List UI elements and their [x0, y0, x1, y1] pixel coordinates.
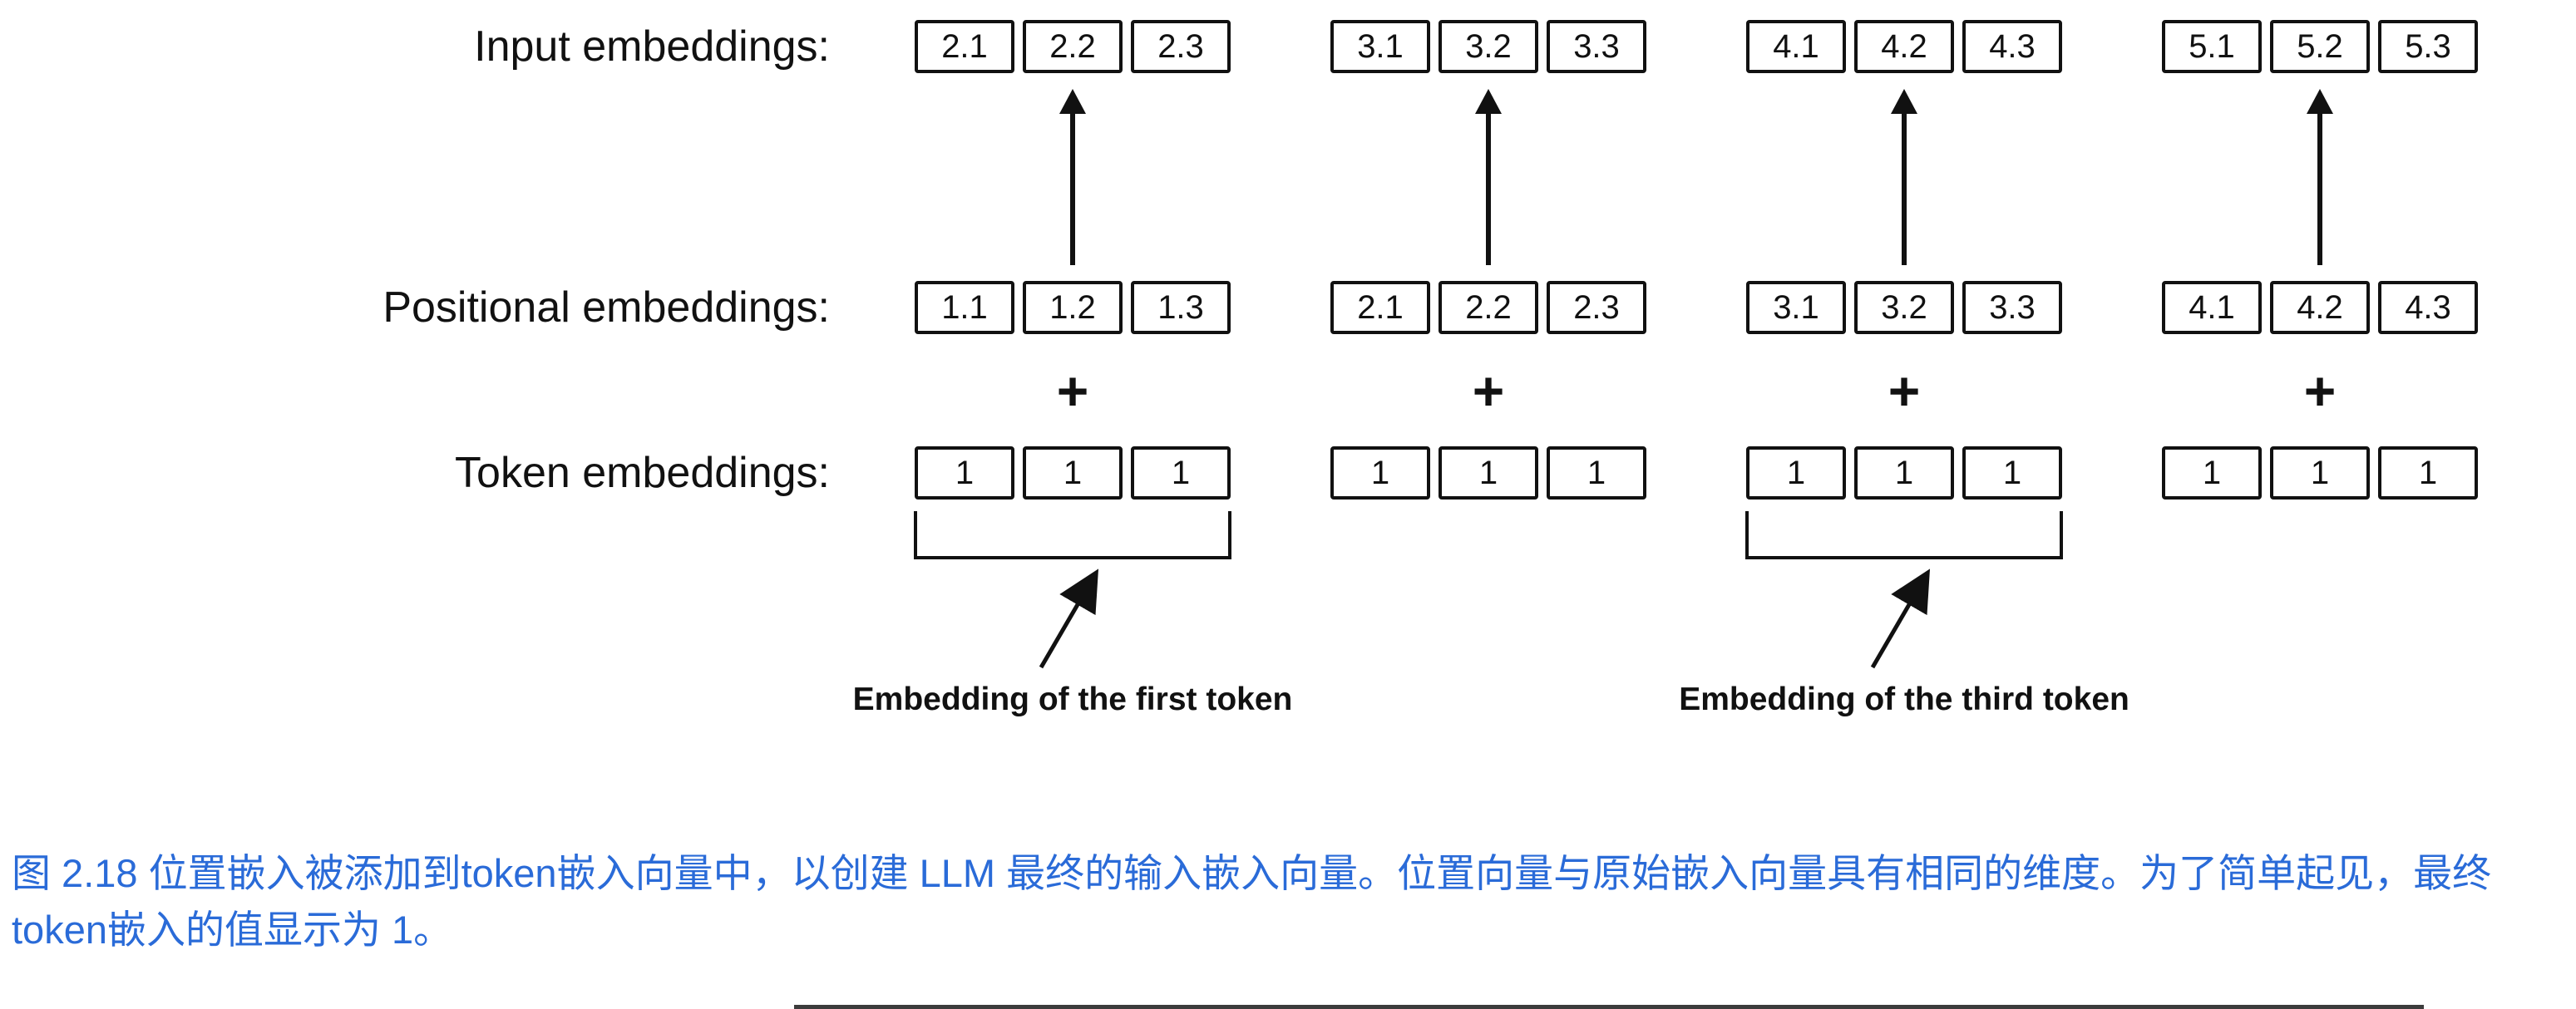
embedding-value-box: 5.3 — [2378, 20, 2478, 73]
embedding-value-box: 2.3 — [1547, 281, 1646, 334]
embedding-value-box: 5.2 — [2270, 20, 2370, 73]
figure-caption: 图 2.18 位置嵌入被添加到token嵌入向量中，以创建 LLM 最终的输入嵌… — [12, 851, 2492, 952]
embedding-value-box: 1.2 — [1023, 281, 1123, 334]
embedding-value-box: 1 — [1023, 446, 1123, 500]
input-embedding-group-4: 5.1 5.2 5.3 — [2112, 20, 2528, 73]
positional-embedding-group-1: 1.1 1.2 1.3 — [865, 281, 1281, 334]
embedding-value-box: 1 — [1439, 446, 1538, 500]
brackets-row — [0, 500, 2576, 563]
input-embedding-group-2: 3.1 3.2 3.3 — [1281, 20, 1696, 73]
embedding-value-box: 1 — [1854, 446, 1954, 500]
annotation-first-token: Embedding of the first token — [852, 682, 1293, 717]
embedding-value-box: 1 — [2162, 446, 2262, 500]
input-embeddings-row: Input embeddings: 2.1 2.2 2.3 3.1 3.2 3.… — [0, 20, 2576, 73]
plus-sign: + — [1056, 359, 1089, 421]
annotation-third-token: Embedding of the third token — [1679, 682, 2129, 717]
embedding-value-box: 4.2 — [1854, 20, 1954, 73]
embedding-value-box: 2.1 — [915, 20, 1014, 73]
annotation-labels-row: Embedding of the first token Embedding o… — [0, 672, 2576, 727]
positional-embedding-group-3: 3.1 3.2 3.3 — [1696, 281, 2112, 334]
input-embedding-group-1: 2.1 2.2 2.3 — [865, 20, 1281, 73]
embedding-value-box: 1 — [915, 446, 1014, 500]
up-arrow-icon — [2307, 89, 2333, 265]
token-embedding-group-3: 1 1 1 — [1696, 446, 2112, 500]
embedding-value-box: 4.1 — [2162, 281, 2262, 334]
token-group-bracket — [914, 511, 1231, 559]
embedding-value-box: 1 — [2378, 446, 2478, 500]
positional-embeddings-row: Positional embeddings: 1.1 1.2 1.3 2.1 2… — [0, 281, 2576, 334]
embedding-value-box: 5.1 — [2162, 20, 2262, 73]
positional-embedding-group-2: 2.1 2.2 2.3 — [1281, 281, 1696, 334]
embedding-value-box: 3.3 — [1547, 20, 1646, 73]
embedding-value-box: 3.2 — [1439, 20, 1538, 73]
plus-sign: + — [1888, 359, 1921, 421]
embedding-value-box: 2.3 — [1131, 20, 1231, 73]
embedding-value-box: 4.1 — [1746, 20, 1846, 73]
embedding-value-box: 1.3 — [1131, 281, 1231, 334]
embedding-value-box: 1 — [1746, 446, 1846, 500]
embedding-value-box: 1 — [2270, 446, 2370, 500]
annotation-arrow-icon — [1039, 568, 1099, 669]
positional-embedding-group-4: 4.1 4.2 4.3 — [2112, 281, 2528, 334]
embedding-value-box: 1 — [1131, 446, 1231, 500]
arrow-shaft — [1486, 114, 1491, 265]
arrow-shaft — [1070, 114, 1075, 265]
arrow-shaft — [1902, 114, 1907, 265]
up-arrow-icon — [1475, 89, 1502, 265]
input-embeddings-label: Input embeddings: — [474, 22, 830, 71]
token-embedding-group-4: 1 1 1 — [2112, 446, 2528, 500]
arrowhead — [1059, 89, 1086, 114]
embedding-value-box: 3.2 — [1854, 281, 1954, 334]
arrowhead — [2307, 89, 2333, 114]
embedding-value-box: 2.1 — [1330, 281, 1430, 334]
embedding-value-box: 1 — [1547, 446, 1646, 500]
arrowhead — [1891, 89, 1917, 114]
token-group-bracket — [1745, 511, 2063, 559]
input-embedding-group-3: 4.1 4.2 4.3 — [1696, 20, 2112, 73]
embedding-value-box: 1 — [1962, 446, 2062, 500]
positional-embeddings-label: Positional embeddings: — [382, 283, 830, 332]
up-arrows-row — [0, 73, 2576, 281]
embedding-value-box: 2.2 — [1439, 281, 1538, 334]
token-embedding-group-2: 1 1 1 — [1281, 446, 1696, 500]
embedding-value-box: 1.1 — [915, 281, 1014, 334]
token-embeddings-row: Token embeddings: 1 1 1 1 1 1 1 1 1 1 1 … — [0, 446, 2576, 500]
embedding-value-box: 2.2 — [1023, 20, 1123, 73]
plus-sign: + — [2303, 359, 2337, 421]
annotation-arrows-row — [0, 563, 2576, 672]
embedding-value-box: 4.2 — [2270, 281, 2370, 334]
plus-sign: + — [1472, 359, 1505, 421]
cropped-content-edge — [794, 1005, 2424, 1009]
embedding-value-box: 3.1 — [1746, 281, 1846, 334]
up-arrow-icon — [1891, 89, 1917, 265]
embedding-value-box: 1 — [1330, 446, 1430, 500]
annotation-arrow-icon — [1870, 568, 1931, 669]
token-embeddings-label: Token embeddings: — [455, 449, 830, 497]
embedding-value-box: 3.3 — [1962, 281, 2062, 334]
arrowhead — [1475, 89, 1502, 114]
arrow-shaft — [2317, 114, 2322, 265]
plus-signs-row: + + + + — [0, 334, 2576, 446]
embedding-value-box: 3.1 — [1330, 20, 1430, 73]
token-embedding-group-1: 1 1 1 — [865, 446, 1281, 500]
embedding-value-box: 4.3 — [2378, 281, 2478, 334]
up-arrow-icon — [1059, 89, 1086, 265]
embedding-value-box: 4.3 — [1962, 20, 2062, 73]
